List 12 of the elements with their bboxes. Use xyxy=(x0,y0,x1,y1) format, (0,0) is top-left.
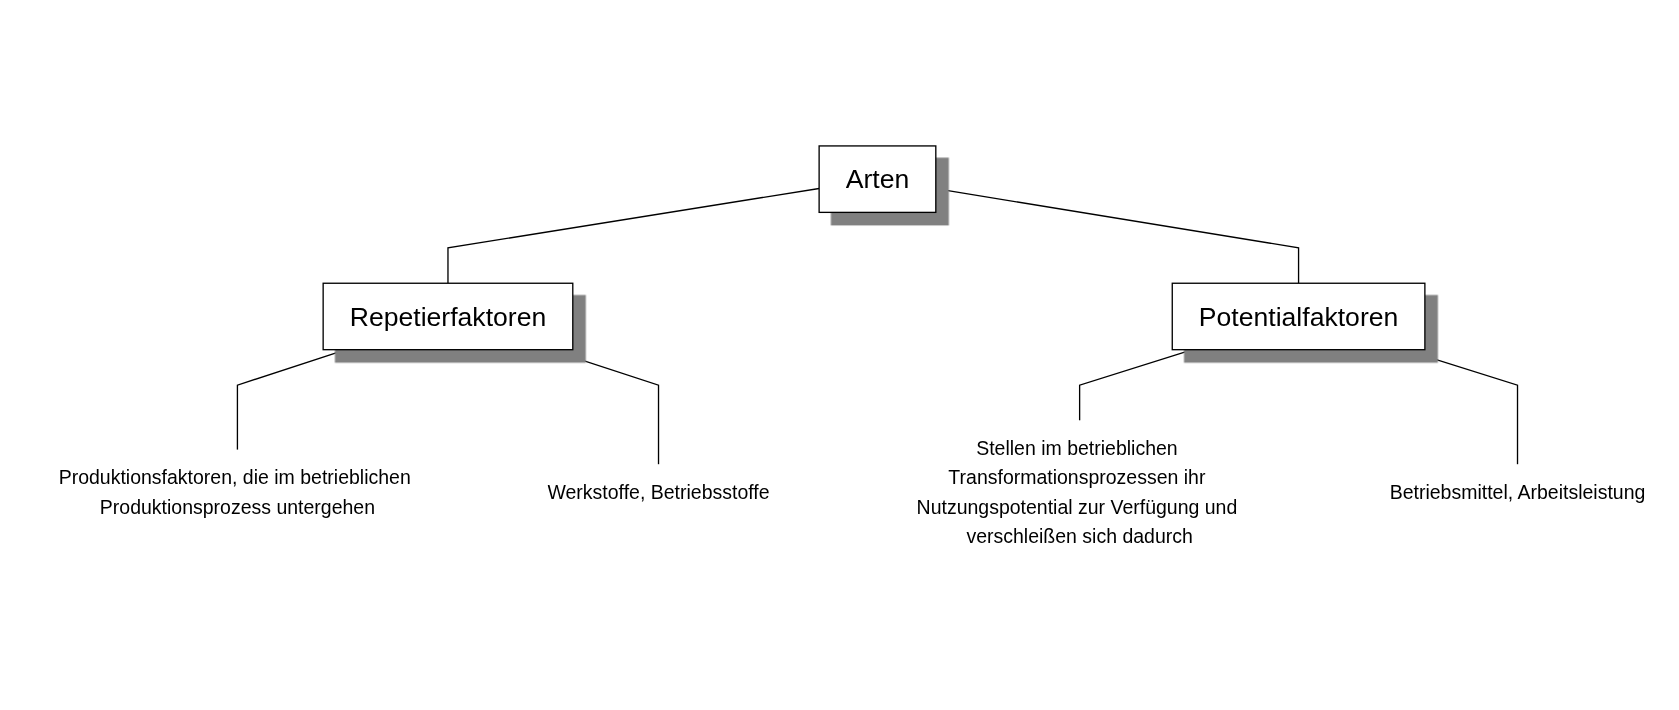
node-text: Stellen im betrieblichen Transformationsprozessen ihr Nutzungspotential zur Verfügung und verschleißen sich dadurch xyxy=(916,437,1238,548)
connector xyxy=(935,188,1300,284)
node-text: Werkstoffe, Betriebsstoffe xyxy=(547,481,770,504)
connector xyxy=(236,349,347,451)
node-text: Produktionsfaktoren, die im betrieblichen Produktionsprozess untergehen xyxy=(58,466,411,518)
node-box: Arten xyxy=(818,145,937,214)
node-box: Potentialfaktoren xyxy=(1171,282,1426,351)
connector xyxy=(549,349,660,466)
node-text: Betriebsmittel, Arbeitsleistung xyxy=(1389,481,1646,504)
connector xyxy=(1078,349,1194,422)
connector xyxy=(447,187,820,284)
node-box: Repetierfaktoren xyxy=(322,282,574,351)
